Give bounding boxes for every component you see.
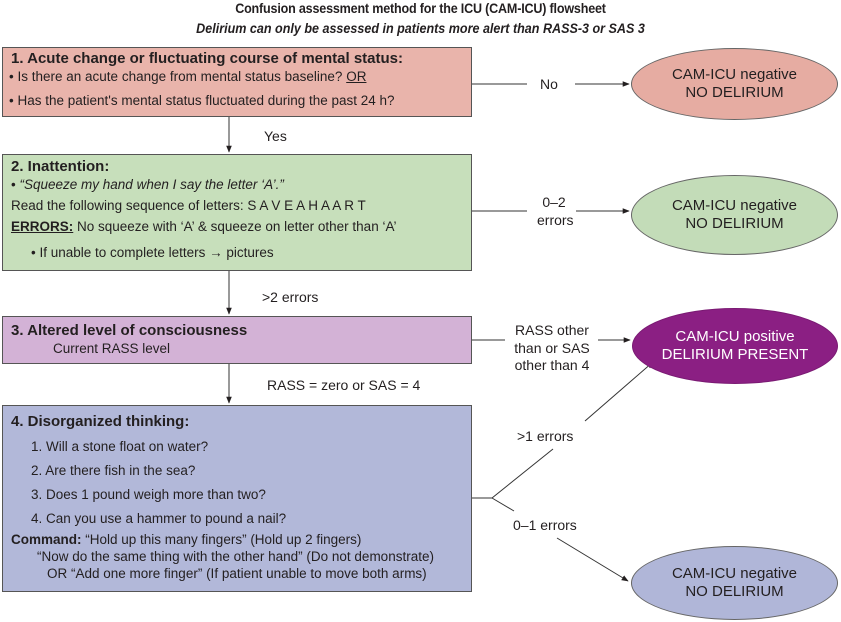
bullet-icon: • bbox=[31, 245, 36, 260]
step-4-question-4: 4. Can you use a hammer to pound a nail? bbox=[31, 511, 287, 526]
label-step4-positive: >1 errors bbox=[517, 428, 574, 444]
step-4-box: 4. Disorganized thinking: 1. Will a ston… bbox=[2, 405, 472, 592]
step-4-command: Command: “Hold up this many fingers” (Ho… bbox=[11, 532, 362, 547]
step-2-line-1: • “Squeeze my hand when I say the letter… bbox=[11, 177, 284, 192]
step-2-heading: 2. Inattention: bbox=[11, 158, 110, 175]
label-step3-continue: RASS = zero or SAS = 4 bbox=[267, 377, 421, 393]
step-2-line-4: • If unable to complete letters → pictur… bbox=[31, 245, 274, 260]
label-step4-negative: 0–1 errors bbox=[513, 517, 577, 533]
outcome-2-negative: CAM-ICU negative NO DELIRIUM bbox=[631, 175, 838, 255]
step-2-box: 2. Inattention: • “Squeeze my hand when … bbox=[2, 154, 472, 271]
or-label: OR bbox=[346, 69, 367, 84]
label-step1-no: No bbox=[540, 76, 558, 92]
step-4-question-3: 3. Does 1 pound weigh more than two? bbox=[31, 487, 266, 502]
outcome-4-negative: CAM-ICU negative NO DELIRIUM bbox=[631, 546, 838, 620]
step-4-heading: 4. Disorganized thinking: bbox=[11, 413, 190, 430]
step-3-line-1: Current RASS level bbox=[53, 341, 171, 356]
outcome-1-negative: CAM-ICU negative NO DELIRIUM bbox=[631, 48, 838, 120]
step-4-command-3: OR “Add one more finger” (If patient una… bbox=[47, 566, 427, 581]
edge-step4-negative-a bbox=[491, 497, 515, 512]
edge-step4-positive-b bbox=[584, 361, 654, 422]
flowsheet-title: Confusion assessment method for the ICU … bbox=[235, 1, 606, 16]
label-step2-fail: >2 errors bbox=[262, 289, 319, 305]
edge-step4-positive-a bbox=[491, 448, 554, 499]
step-1-line-1: • Is there an acute change from mental s… bbox=[9, 69, 367, 84]
edge-step4-negative-b bbox=[556, 537, 629, 582]
errors-label: ERRORS: bbox=[11, 219, 74, 234]
bullet-icon: • bbox=[9, 93, 14, 108]
bullet-icon: • bbox=[9, 69, 14, 84]
command-label: Command: bbox=[11, 532, 82, 547]
step-4-command-2: “Now do the same thing with the other ha… bbox=[37, 549, 434, 564]
flowsheet-subtitle: Delirium can only be assessed in patient… bbox=[196, 21, 645, 36]
step-1-line-2: • Has the patient's mental status fluctu… bbox=[9, 93, 395, 108]
step-3-box: 3. Altered level of consciousness Curren… bbox=[2, 316, 472, 364]
step-2-line-2: Read the following sequence of letters: … bbox=[11, 198, 366, 213]
step-4-question-2: 2. Are there fish in the sea? bbox=[31, 463, 196, 478]
step-1-box: 1. Acute change or fluctuating course of… bbox=[2, 47, 472, 117]
outcome-3-positive: CAM-ICU positive DELIRIUM PRESENT bbox=[632, 308, 838, 384]
label-step3-positive: RASS other than or SAS other than 4 bbox=[514, 322, 590, 373]
step-1-heading: 1. Acute change or fluctuating course of… bbox=[11, 50, 404, 67]
step-4-question-1: 1. Will a stone float on water? bbox=[31, 439, 209, 454]
step-2-line-3: ERRORS: No squeeze with ‘A’ & squeeze on… bbox=[11, 219, 397, 234]
label-step2-ok: 0–2 errors bbox=[537, 194, 574, 228]
bullet-icon: • bbox=[11, 177, 16, 192]
label-step1-yes: Yes bbox=[264, 128, 287, 144]
step-3-heading: 3. Altered level of consciousness bbox=[11, 322, 248, 339]
